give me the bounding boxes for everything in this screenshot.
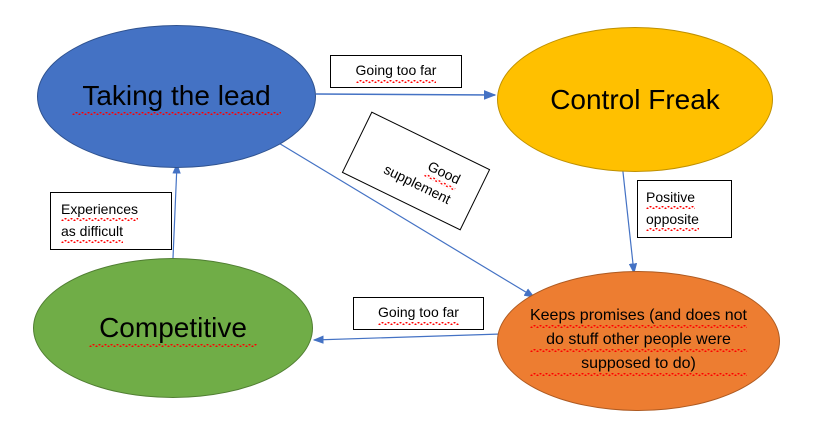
edge-label-experiences-as-difficult-line-1: Experiences bbox=[61, 198, 139, 221]
arrow-taking-the-lead-to-control-freak bbox=[315, 90, 497, 100]
node-keeps-promises-label: Keeps promises (and does not do stuff ot… bbox=[520, 304, 757, 378]
node-keeps-promises-line-2: do stuff other people were bbox=[529, 330, 747, 352]
arrow-control-freak-to-keeps-promises bbox=[621, 162, 638, 275]
edge-label-going-too-far-bottom-text: Going too far bbox=[378, 302, 459, 324]
node-taking-the-lead-label: Taking the lead bbox=[72, 78, 280, 115]
arrow-competitive-to-taking-the-lead bbox=[172, 162, 181, 259]
arrow-taking-the-lead-to-keeps-promises bbox=[276, 141, 536, 298]
arrow-keeps-promises-to-competitive bbox=[312, 333, 502, 344]
edge-label-positive-opposite-line-1: Positive bbox=[646, 186, 696, 209]
node-competitive[interactable]: Competitive bbox=[33, 258, 313, 398]
edge-label-going-too-far-top[interactable]: Going too far bbox=[330, 55, 462, 88]
edge-label-experiences-as-difficult-line-2: as difficult bbox=[61, 221, 123, 243]
node-control-freak-label: Control Freak bbox=[550, 84, 720, 115]
edge-label-positive-opposite-line-2: opposite bbox=[646, 209, 699, 231]
node-keeps-promises[interactable]: Keeps promises (and does not do stuff ot… bbox=[497, 271, 780, 411]
edge-label-experiences-as-difficult[interactable]: Experiences as difficult bbox=[50, 192, 172, 250]
node-taking-the-lead[interactable]: Taking the lead bbox=[37, 25, 316, 168]
node-keeps-promises-line-1: Keeps promises (and does not bbox=[529, 306, 747, 328]
edge-label-going-too-far-bottom[interactable]: Going too far bbox=[353, 297, 484, 330]
node-keeps-promises-line-3: supposed to do) bbox=[529, 354, 747, 376]
edge-label-going-too-far-top-text: Going too far bbox=[355, 60, 437, 82]
node-control-freak[interactable]: Control Freak bbox=[497, 27, 773, 172]
edge-label-positive-opposite[interactable]: Positive opposite bbox=[637, 180, 732, 238]
node-competitive-label: Competitive bbox=[89, 309, 257, 347]
